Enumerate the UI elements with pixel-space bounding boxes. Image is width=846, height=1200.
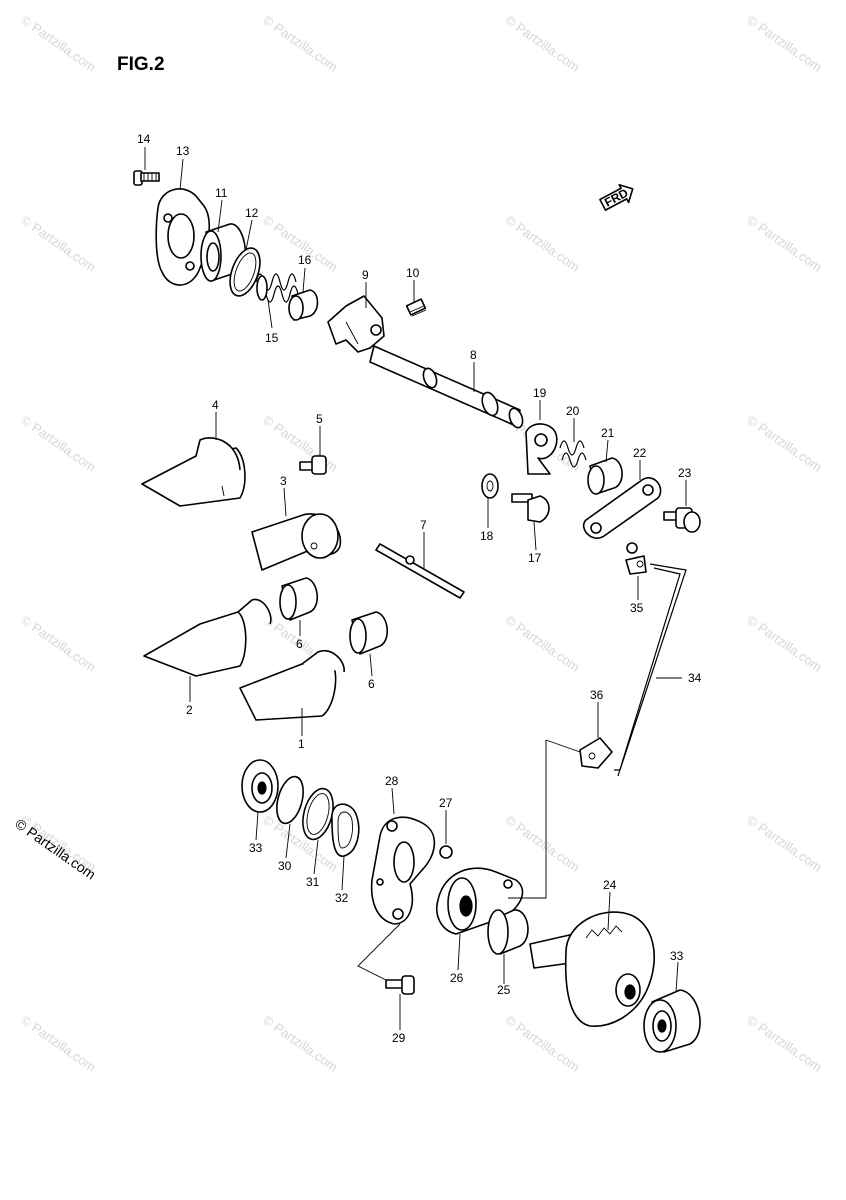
callout-31: 31 — [306, 875, 320, 889]
callout-17: 17 — [528, 551, 542, 565]
callout-21: 21 — [601, 426, 615, 440]
part-6-collar-a — [279, 577, 318, 621]
part-5-screw — [299, 455, 327, 475]
part-34-rod — [614, 563, 687, 777]
callout-10: 10 — [406, 266, 420, 280]
part-3-flap — [251, 513, 342, 571]
reference-lines — [357, 739, 581, 981]
callout-6-lower: 6 — [368, 677, 375, 691]
part-29-screw — [385, 975, 415, 995]
callout-11: 11 — [215, 186, 228, 200]
part-7-pin — [375, 543, 465, 599]
callout-19: 19 — [533, 386, 547, 400]
part-13-gasket — [155, 188, 210, 286]
part-15-spring — [255, 273, 299, 303]
part-35-clip — [625, 542, 647, 575]
callout-28: 28 — [385, 774, 399, 788]
part-32-gasket — [331, 803, 360, 857]
watermark-text: © Partzilla.com — [744, 412, 824, 475]
callout-4: 4 — [212, 398, 219, 412]
callout-32: 32 — [335, 891, 349, 905]
part-24-kick-gear — [529, 911, 656, 1027]
callout-33-left: 33 — [249, 841, 263, 855]
part-19-plate — [525, 423, 558, 475]
front-direction-marker: FRD — [599, 183, 634, 211]
part-30-ring — [276, 775, 304, 825]
callout-24: 24 — [603, 878, 617, 892]
callout-8: 8 — [470, 348, 477, 362]
callout-12: 12 — [245, 206, 259, 220]
callout-26: 26 — [450, 971, 464, 985]
part-23-bolt — [663, 507, 701, 533]
part-18-washer — [481, 473, 499, 499]
callout-22: 22 — [633, 446, 647, 460]
watermark-text: © Partzilla.com — [744, 1012, 824, 1075]
watermark-text: © Partzilla.com — [260, 1012, 340, 1075]
callout-13: 13 — [176, 144, 190, 158]
callout-20: 20 — [566, 404, 580, 418]
leader-lines — [144, 147, 687, 1030]
callout-3: 3 — [280, 474, 287, 488]
part-4-flap — [141, 437, 246, 507]
part-25-washer — [487, 909, 529, 955]
callout-1: 1 — [298, 737, 305, 751]
part-31-ring — [302, 787, 334, 841]
callout-9: 9 — [362, 268, 369, 282]
part-28-gasket — [370, 816, 436, 925]
watermark-text: © Partzilla.com — [744, 12, 824, 75]
callout-27: 27 — [439, 796, 453, 810]
watermark-text: © Partzilla.com — [502, 612, 582, 675]
part-17-bolt — [511, 493, 550, 523]
part-33-bearing-left — [241, 759, 279, 813]
callout-36: 36 — [590, 688, 604, 702]
part-9-lever — [327, 295, 385, 353]
watermark-text: © Partzilla.com — [502, 12, 582, 75]
watermark-text: © Partzilla.com — [744, 612, 824, 675]
watermark-text: © Partzilla.com — [744, 212, 824, 275]
part-8-shaft — [369, 345, 524, 429]
callout-34: 34 — [688, 671, 702, 685]
callout-25: 25 — [497, 983, 511, 997]
callout-2: 2 — [186, 703, 193, 717]
callout-30: 30 — [278, 859, 292, 873]
watermark-text: © Partzilla.com — [18, 212, 98, 275]
part-36-clip — [579, 737, 613, 769]
part-16-collar — [288, 289, 319, 321]
watermark-text: © Partzilla.com — [18, 612, 98, 675]
callout-labels: 14 13 11 12 15 16 9 10 8 19 20 21 22 23 … — [137, 132, 702, 1045]
callout-18: 18 — [480, 529, 494, 543]
callout-15: 15 — [265, 331, 279, 345]
copyright-credit: © Partzilla.com — [12, 815, 98, 882]
part-21-collar — [587, 457, 623, 495]
part-1-flap — [239, 649, 345, 721]
part-10-screw — [405, 298, 427, 317]
watermark-text: © Partzilla.com — [502, 212, 582, 275]
watermark-text: © Partzilla.com — [502, 1012, 582, 1075]
part-27-ball — [439, 845, 453, 859]
watermark-text: © Partzilla.com — [18, 1012, 98, 1075]
callout-23: 23 — [678, 466, 692, 480]
figure-title: FIG.2 — [117, 54, 165, 75]
watermark-text: © Partzilla.com — [260, 12, 340, 75]
callout-5: 5 — [316, 412, 323, 426]
callout-35: 35 — [630, 601, 644, 615]
callout-33-right: 33 — [670, 949, 684, 963]
callout-6-upper: 6 — [296, 637, 303, 651]
callout-16: 16 — [298, 253, 312, 267]
part-2-flap — [143, 598, 272, 677]
callout-7: 7 — [420, 518, 427, 532]
part-33-bearing-right — [643, 989, 701, 1053]
part-20-spring — [559, 440, 587, 468]
watermark-text: © Partzilla.com — [18, 412, 98, 475]
part-14-bolt — [133, 170, 160, 186]
callout-29: 29 — [392, 1031, 406, 1045]
part-22-link-plate — [582, 477, 662, 539]
part-6-collar-b — [349, 611, 388, 655]
watermark-text: © Partzilla.com — [18, 12, 98, 75]
watermark-text: © Partzilla.com — [502, 812, 582, 875]
watermark-text: © Partzilla.com — [744, 812, 824, 875]
callout-14: 14 — [137, 132, 151, 146]
